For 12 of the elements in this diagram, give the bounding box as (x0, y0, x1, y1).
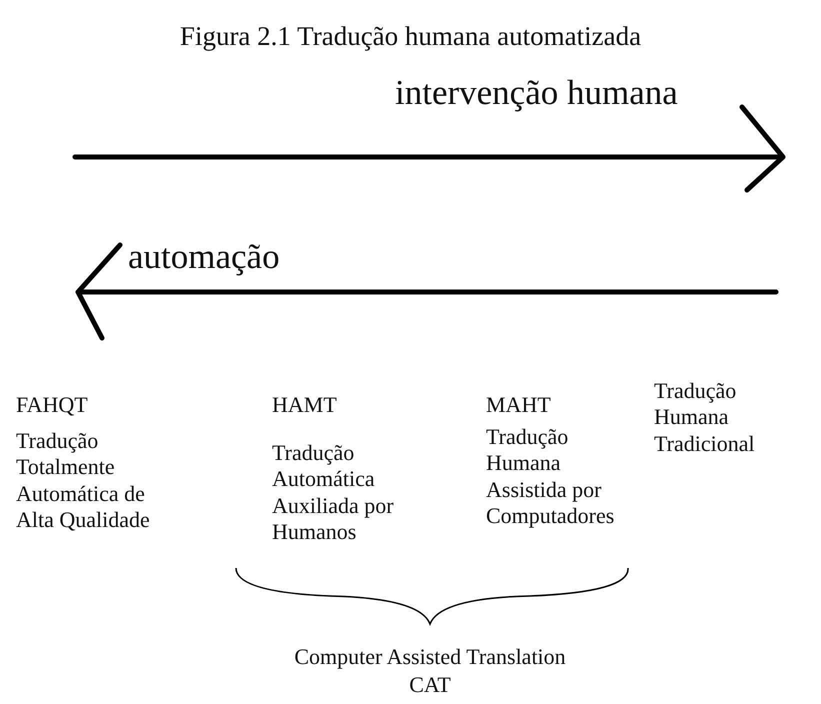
figure-title: Figura 2.1 Tradução humana automatizada (178, 20, 642, 52)
arrow-label: intervenção humana (395, 72, 678, 114)
abbreviation: FAHQT (16, 392, 88, 418)
term-description: Tradução Humana Tradicional (654, 378, 756, 458)
term-description: Tradução Totalmente Automática de Alta Qualidade (16, 428, 151, 534)
abbreviation: MAHT (486, 392, 551, 418)
group-label: Computer Assisted Translation (293, 644, 567, 670)
abbreviation: CAT (408, 672, 452, 698)
term-description: Tradução Automática Auxiliada por Humanos (272, 440, 395, 546)
abbreviation: HAMT (272, 392, 337, 418)
term-description: Tradução Humana Assistida por Computadores (486, 424, 616, 530)
arrow-label: automação (128, 236, 280, 278)
